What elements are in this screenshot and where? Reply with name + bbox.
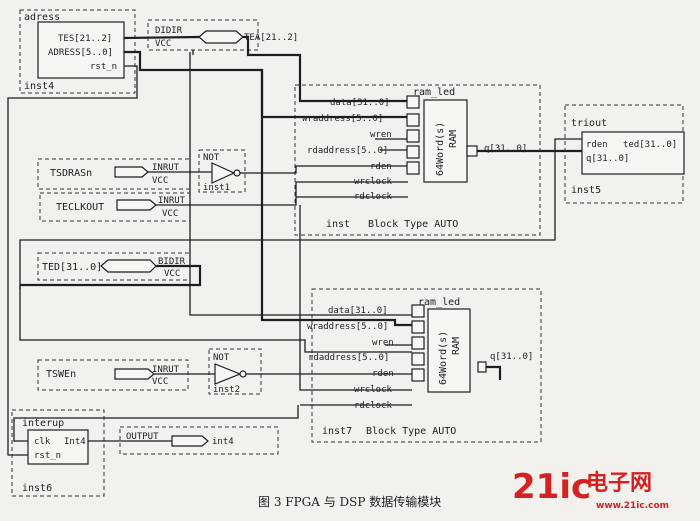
ram2-inst: inst7: [322, 426, 352, 437]
ram1-port-data: data[31..0]: [330, 98, 390, 108]
ram2-footer: Block Type AUTO: [366, 426, 456, 437]
not2-inst: inst2: [213, 385, 240, 395]
bidir-top-pin: TEA[21..2]: [244, 33, 298, 43]
ted-vcc: VCC: [164, 269, 180, 279]
ram2-port-wren: wren: [372, 338, 394, 348]
tswen-pin-shape: [114, 368, 155, 380]
bidir-top-block[interactable]: DIDIR VCC TEA[21..2]: [147, 19, 298, 51]
triout-inst: inst5: [571, 185, 601, 196]
interup-in-clk: clk: [34, 437, 51, 447]
teclkout-pin-shape: [116, 199, 157, 211]
tswen-input[interactable]: TSWEn INRUT VCC: [37, 359, 189, 391]
output-pin-shape: [171, 435, 209, 447]
ram2-port-wraddress: wraddress[5..0]: [307, 322, 388, 332]
interup-title: interup: [22, 418, 64, 429]
ted-bidir[interactable]: TED[31..0] BIDIR VCC: [37, 252, 191, 281]
tsdrasn-pin-shape: [114, 166, 149, 178]
teclkout-label: INRUT: [158, 196, 186, 206]
ram1-inst: inst: [326, 219, 350, 230]
ram1-out: q[31..0]: [484, 144, 527, 154]
ram2-title: ram_led: [418, 297, 460, 308]
adress-port-rstn: rst_n: [90, 62, 117, 72]
ram1-port-rden: rden: [370, 162, 392, 172]
ram2-port-data: data[31..0]: [328, 306, 388, 316]
ram1-title: ram_led: [413, 87, 455, 98]
teclkout-input[interactable]: TECLKOUT INRUT VCC: [39, 192, 191, 222]
interup-out: Int4: [64, 437, 86, 447]
interup-block[interactable]: interup clk rst_n Int4 inst6: [11, 409, 105, 497]
triout-block[interactable]: triout rden q[31..0] ted[31..0] inst5: [564, 104, 685, 204]
triout-out-ted: ted[31..0]: [623, 140, 677, 150]
not1-triangle: [211, 162, 236, 184]
not1-inst: inst1: [203, 183, 230, 193]
triout-title: triout: [571, 118, 607, 129]
tsdrasn-input[interactable]: TSDRASn INRUT VCC: [37, 158, 191, 190]
ram1-core-size: 64Word(s): [435, 122, 446, 176]
ted-pin-shape: [100, 259, 157, 273]
figure-caption: 图 3 FPGA 与 DSP 数据传输模块: [258, 494, 441, 509]
output-label: OUTPUT: [126, 432, 159, 442]
ram2-port-rdaddress: rdaddress[5..0]: [308, 353, 389, 363]
adress-inst: inst4: [24, 81, 54, 92]
watermark-logo: 21ic 电子网 www.21ic.com: [512, 467, 669, 511]
triout-in-q: q[31..0]: [586, 154, 629, 164]
output-pin: int4: [212, 437, 234, 447]
not2-gate[interactable]: NOT inst2: [208, 348, 262, 395]
adress-port-tes: TES[21..2]: [58, 34, 112, 44]
bidir-top-label: DIDIR: [155, 26, 183, 36]
ram2-port-rdclock: rdclock: [354, 401, 393, 411]
wires: [7, 35, 582, 456]
ram1-block[interactable]: ram_led data[31..0] wraddress[5..0] wren…: [294, 84, 541, 236]
ram2-core-size: 64Word(s): [438, 331, 449, 385]
teclkout-pin: TECLKOUT: [56, 202, 104, 213]
triout-in-rden: rden: [586, 140, 608, 150]
watermark-cn: 电子网: [586, 471, 652, 496]
adress-block[interactable]: adress TES[21..2] ADRESS[5..0] rst_n ins…: [19, 9, 136, 94]
ram2-out: q[31..0]: [490, 352, 533, 362]
bidir-top-vcc: VCC: [155, 39, 171, 49]
output-block[interactable]: OUTPUT int4: [119, 426, 279, 455]
ram1-port-wren: wren: [370, 130, 392, 140]
tswen-vcc: VCC: [152, 377, 168, 387]
tsdrasn-label: INRUT: [152, 163, 180, 173]
not1-label: NOT: [203, 153, 220, 163]
teclkout-vcc: VCC: [162, 209, 178, 219]
tswen-label: INRUT: [152, 365, 180, 375]
watermark-url: www.21ic.com: [596, 501, 669, 511]
ted-pin: TED[31..0]: [42, 262, 102, 273]
tsdrasn-pin: TSDRASn: [50, 168, 92, 179]
interup-in-rstn: rst_n: [34, 451, 61, 461]
not2-label: NOT: [213, 353, 230, 363]
bidir-top-pin-shape: [198, 30, 244, 44]
interup-inst: inst6: [22, 483, 52, 494]
ram1-core-type: RAM: [448, 130, 459, 148]
ram2-core-type: RAM: [451, 337, 462, 355]
tsdrasn-vcc: VCC: [152, 176, 168, 186]
ram2-block[interactable]: ram_led data[31..0] wraddress[5..0] wren…: [307, 288, 542, 443]
adress-title: adress: [24, 12, 60, 23]
ram1-port-rdaddress: rdaddress[5..0]: [307, 146, 388, 156]
not1-gate[interactable]: NOT inst1: [198, 149, 246, 193]
watermark-brand: 21ic: [512, 467, 591, 507]
adress-port-adress: ADRESS[5..0]: [48, 48, 113, 58]
ted-label: BIDIR: [158, 257, 186, 267]
ram1-footer: Block Type AUTO: [368, 219, 458, 230]
not2-triangle: [214, 363, 242, 385]
tswen-pin: TSWEn: [46, 369, 76, 380]
ram1-port-wraddress: wraddress[5..0]: [302, 114, 383, 124]
